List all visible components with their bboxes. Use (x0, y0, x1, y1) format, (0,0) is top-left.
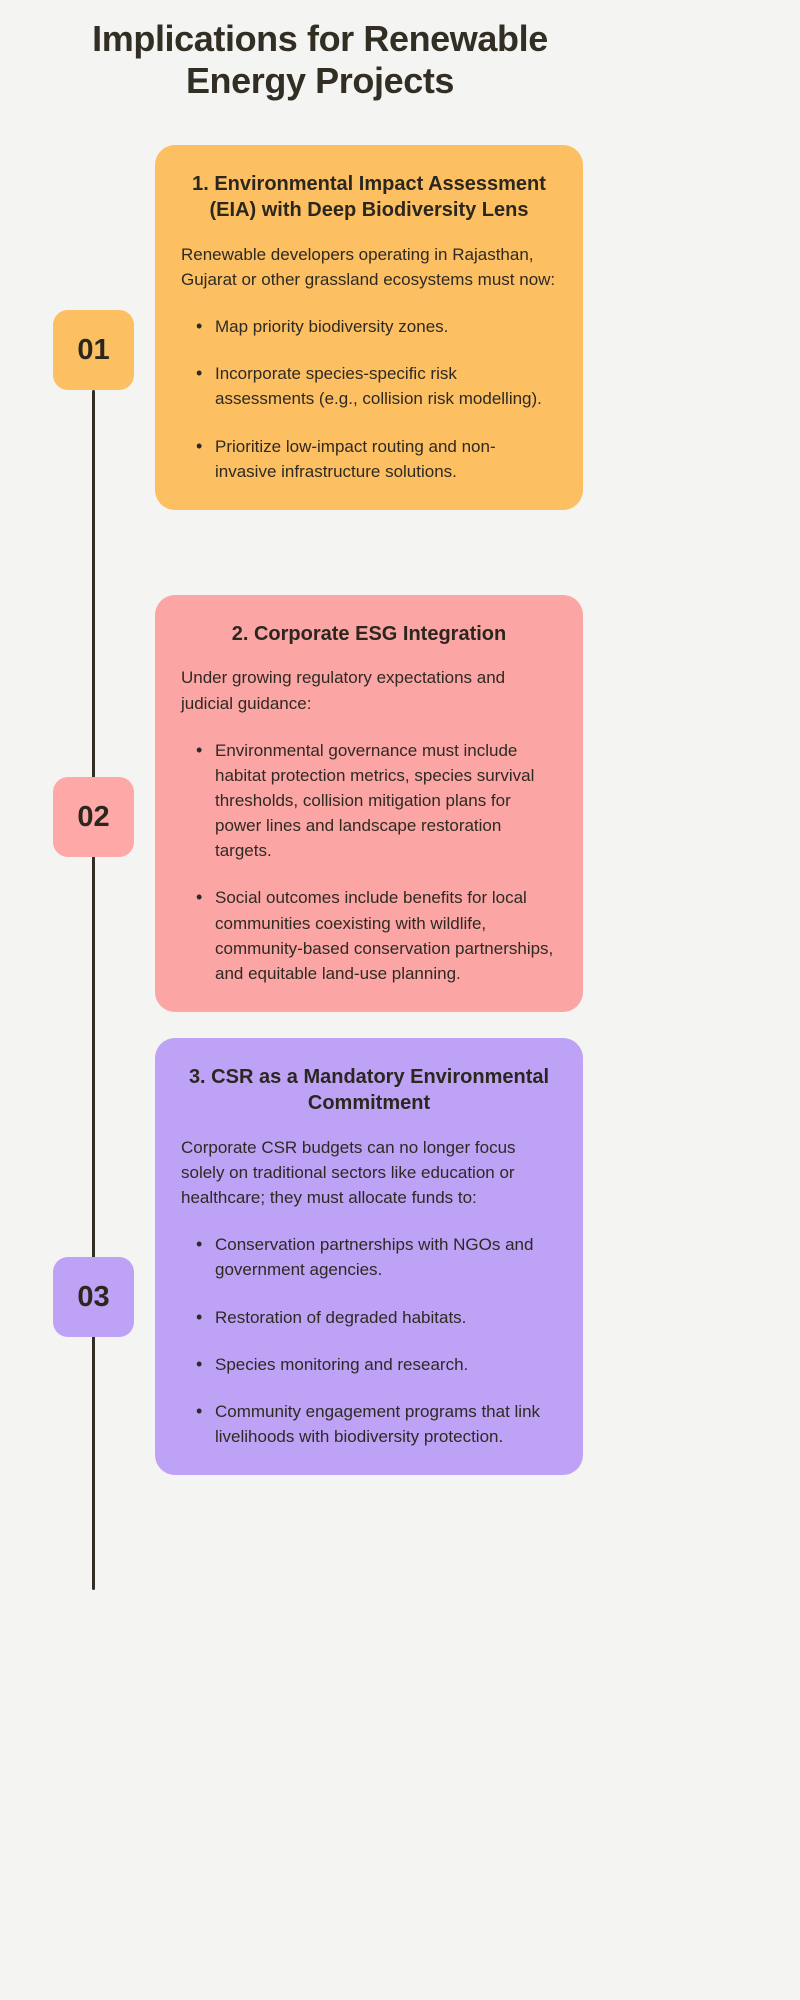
list-item: Prioritize low-impact routing and non-in… (181, 433, 557, 484)
list-item: Environmental governance must include ha… (181, 737, 557, 864)
card-3-bullet-list: Conservation partnerships with NGOs and … (181, 1231, 557, 1449)
card-2-bullet-list: Environmental governance must include ha… (181, 737, 557, 986)
implication-card-3: 3. CSR as a Mandatory Environmental Comm… (155, 1038, 583, 1476)
card-2-title: 2. Corporate ESG Integration (231, 623, 507, 645)
timeline-connector-line (92, 390, 95, 1590)
list-item: Incorporate species-specific risk assess… (181, 360, 557, 411)
card-2-intro: Under growing regulatory expectations an… (181, 668, 506, 713)
list-item: Community engagement programs that link … (181, 1398, 557, 1449)
list-item: Restoration of degraded habitats. (181, 1304, 557, 1331)
implication-card-2: 2. Corporate ESG Integration Under growi… (155, 595, 583, 1013)
timeline-marker-03: 03 (53, 1257, 134, 1337)
implication-card-1: 1. Environmental Impact Assessment (EIA)… (155, 145, 583, 510)
card-1-bullet-list: Map priority biodiversity zones. Incorpo… (181, 313, 557, 484)
card-1-title: 1. Environmental Impact Assessment (EIA)… (192, 173, 546, 222)
card-1-intro: Renewable developers operating in Rajast… (181, 244, 556, 289)
page-title: Implications for Renewable Energy Projec… (92, 18, 548, 102)
page-title-container: Implications for Renewable Energy Projec… (0, 18, 640, 102)
timeline-marker-02: 02 (53, 777, 134, 857)
list-item: Map priority biodiversity zones. (181, 313, 557, 340)
card-3-intro: Corporate CSR budgets can no longer focu… (181, 1137, 516, 1208)
list-item: Conservation partnerships with NGOs and … (181, 1231, 557, 1282)
list-item: Social outcomes include benefits for loc… (181, 884, 557, 986)
list-item: Species monitoring and research. (181, 1351, 557, 1378)
timeline-marker-01: 01 (53, 310, 134, 390)
card-3-title: 3. CSR as a Mandatory Environmental Comm… (188, 1066, 550, 1115)
